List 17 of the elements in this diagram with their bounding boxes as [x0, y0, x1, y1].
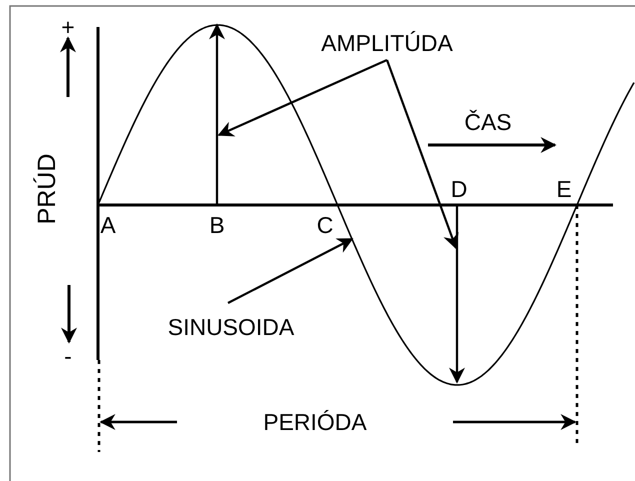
leader-line	[386, 60, 459, 250]
leader-line	[228, 238, 354, 304]
callout-label: AMPLITÚDA	[304, 30, 470, 60]
callout-label: SINUSOIDA	[136, 314, 326, 344]
leader-line	[218, 59, 388, 136]
polarity-sign: +	[60, 14, 76, 40]
point-label: A	[99, 212, 117, 238]
dimension-label: PERIÓDA	[262, 409, 368, 435]
amplitude-arrow	[449, 205, 465, 384]
polarity-sign: -	[63, 343, 73, 369]
point-label: B	[208, 212, 226, 238]
amplitude-arrow	[209, 23, 225, 205]
point-label: E	[555, 176, 573, 202]
axis-label: ČAS	[463, 109, 513, 135]
point-label: D	[450, 176, 468, 202]
point-label: C	[316, 212, 334, 238]
axis-label: PRÚD	[34, 152, 60, 226]
